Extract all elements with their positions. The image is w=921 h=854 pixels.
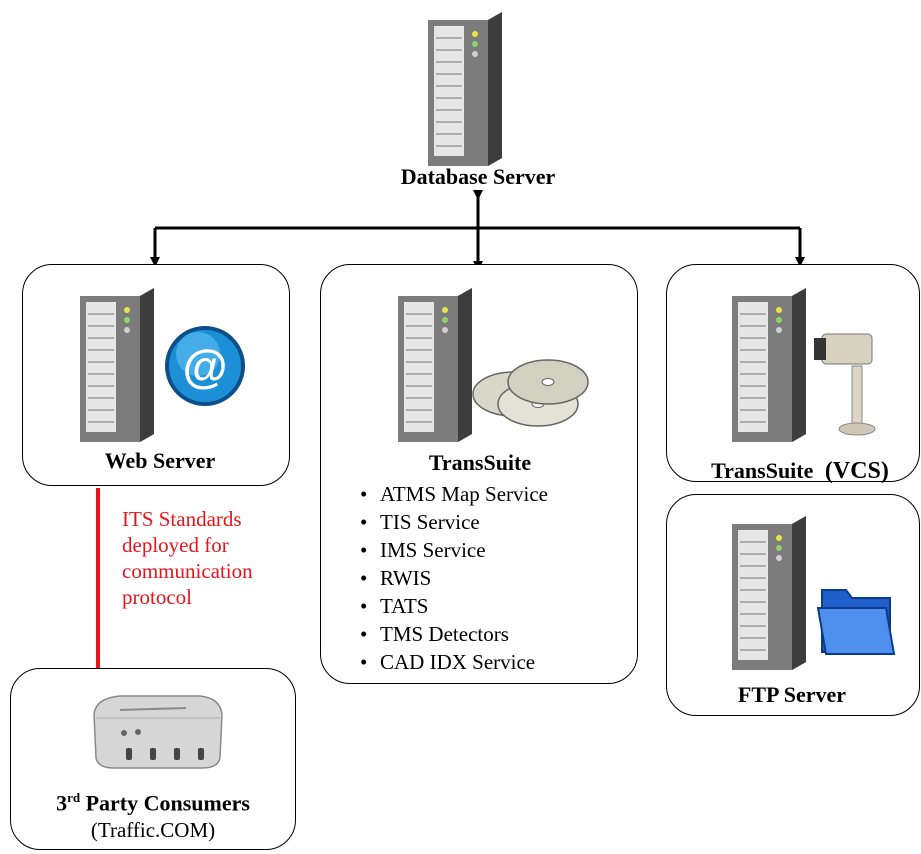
its-note-line: deployed for (122, 533, 229, 557)
server-with-folder-icon (732, 516, 896, 670)
service-item: RWIS (358, 564, 628, 592)
service-item: CAD IDX Service (358, 648, 628, 676)
its-standards-note: ITS Standards deployed for communication… (122, 506, 302, 610)
consumers-title-rest: Party Consumers (80, 790, 250, 816)
server-with-at-globe-icon: @ (80, 288, 245, 442)
server-with-camera-icon (732, 288, 876, 442)
its-note-line: protocol (122, 585, 192, 609)
vcs-title-suffix: (VCS) (824, 458, 889, 484)
its-note-line: communication (122, 559, 253, 583)
web-server-box (22, 264, 290, 486)
service-item: IMS Service (358, 536, 628, 564)
service-item: ATMS Map Service (358, 480, 628, 508)
consumers-title-ordinal: 3 (56, 790, 68, 816)
transsuite-icon (398, 288, 589, 442)
transsuite-title: TransSuite (428, 450, 532, 475)
ftp-title: FTP Server (737, 682, 847, 707)
consumers-device-icon (93, 695, 223, 769)
svg-text:@: @ (183, 340, 228, 392)
service-item: TIS Service (358, 508, 628, 536)
its-note-line: ITS Standards (122, 507, 242, 531)
vcs-icon (732, 288, 876, 442)
consumers-title: 3rd Party Consumers (20, 790, 286, 816)
consumers-subtitle: (Traffic.COM) (90, 818, 216, 842)
server-with-discs-icon (398, 288, 589, 442)
ftp-icon (732, 516, 896, 670)
transsuite-services-list: ATMS Map ServiceTIS ServiceIMS ServiceRW… (358, 480, 628, 676)
web-server-icon: @ (80, 288, 245, 442)
service-item: TMS Detectors (358, 620, 628, 648)
service-item: TATS (358, 592, 628, 620)
database-server-title: Database Server (400, 164, 556, 189)
database-server-icon (428, 12, 502, 166)
network-device-icon (93, 695, 223, 769)
server-tower-icon (428, 12, 502, 166)
vcs-title-name: TransSuite (711, 458, 814, 483)
vcs-title: TransSuite (VCS) (682, 458, 918, 485)
consumers-title-sup: rd (67, 790, 81, 805)
web-server-title: Web Server (104, 448, 216, 473)
